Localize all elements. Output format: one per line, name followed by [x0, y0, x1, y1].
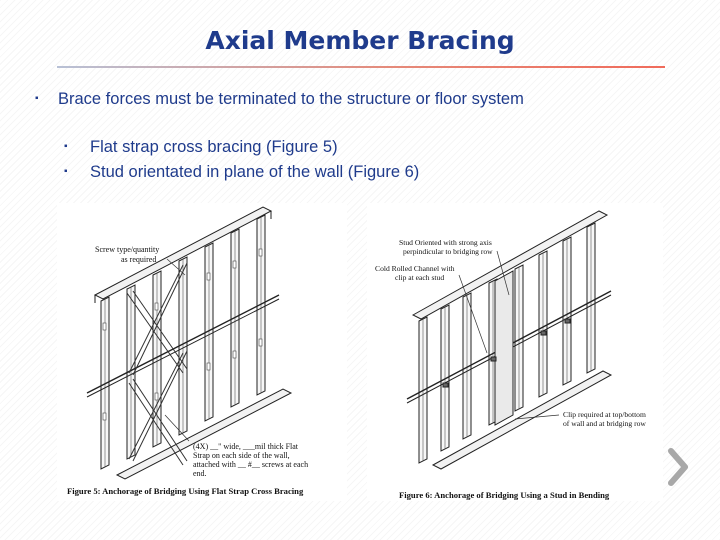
figure-6-drawing: Stud Oriented with strong axis perpindic… — [367, 203, 663, 501]
callout-strap-line4: end. — [193, 469, 207, 478]
bullet-text: Brace forces must be terminated to the s… — [58, 90, 524, 108]
callout-strap-line1: (4X) __" wide, ___mil thick Flat — [193, 442, 299, 451]
callout-strap-line3: attached with __ #__ screws at each — [193, 460, 308, 469]
title-underline — [57, 66, 665, 68]
callout-strap-line2: Strap on each side of the wall, — [193, 451, 290, 460]
square-bullet-icon: ▪ — [64, 141, 68, 152]
chevron-right-icon[interactable] — [664, 447, 692, 487]
sub-bullet-text: Stud orientated in plane of the wall (Fi… — [90, 163, 420, 181]
callout-screw-line1: Screw type/quantity — [95, 245, 159, 254]
callout-stud-line2: perpindicular to bridging row — [403, 247, 493, 256]
figure-5-drawing: Screw type/quantity as required (4X) __"… — [57, 203, 347, 501]
sub-bullet-text: Flat strap cross bracing (Figure 5) — [90, 138, 338, 156]
callout-stud-line1: Stud Oriented with strong axis — [399, 238, 492, 247]
callout-clip-line2: of wall and at bridging row — [563, 419, 646, 428]
callout-channel-line1: Cold Rolled Channel with — [375, 264, 455, 273]
figure-6-caption: Figure 6: Anchorage of Bridging Using a … — [399, 490, 610, 500]
callout-channel-line2: clip at each stud — [395, 273, 444, 282]
square-bullet-icon: ▪ — [64, 166, 68, 177]
callout-clip-line1: Clip required at top/bottom — [563, 410, 646, 419]
square-bullet-icon: ▪ — [35, 93, 39, 104]
callout-screw-line2: as required — [121, 255, 156, 264]
slide-title: Axial Member Bracing — [205, 26, 515, 55]
figure-5-caption: Figure 5: Anchorage of Bridging Using Fl… — [67, 486, 304, 496]
